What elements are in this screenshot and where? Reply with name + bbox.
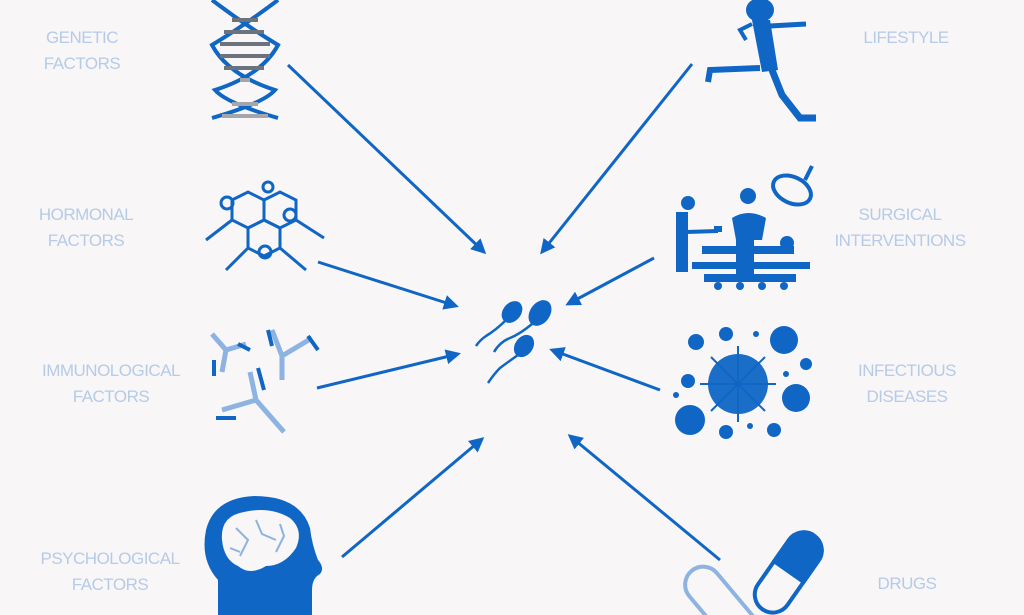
brain-head-icon bbox=[204, 496, 323, 615]
label-line: FACTORS bbox=[71, 575, 149, 594]
dna-icon bbox=[209, 0, 281, 120]
antibody-icon bbox=[210, 329, 320, 434]
arrow-immunological bbox=[316, 349, 461, 390]
arrow-drugs bbox=[567, 434, 721, 562]
label-line: FACTORS bbox=[72, 387, 150, 406]
label-line: DISEASES bbox=[866, 387, 948, 406]
runner-icon bbox=[705, 0, 816, 122]
label-line: IMMUNOLOGICAL bbox=[41, 361, 181, 380]
label-psychological-factors: PSYCHOLOGICAL FACTORS bbox=[40, 546, 181, 598]
label-line: PSYCHOLOGICAL bbox=[40, 549, 181, 568]
label-line: DRUGS bbox=[877, 574, 937, 593]
arrow-genetic bbox=[286, 63, 487, 255]
label-lifestyle: LIFESTYLE bbox=[863, 25, 949, 51]
label-line: SURGICAL bbox=[858, 205, 942, 224]
surgery-icon bbox=[676, 165, 814, 290]
label-line: INTERVENTIONS bbox=[834, 231, 966, 250]
label-drugs: DRUGS bbox=[878, 571, 937, 597]
label-line: HORMONAL bbox=[38, 205, 134, 224]
label-infectious-diseases: INFECTIOUS DISEASES bbox=[858, 358, 956, 410]
arrow-surgical bbox=[565, 256, 655, 306]
arrow-hormonal bbox=[317, 260, 459, 310]
arrow-psychological bbox=[341, 437, 485, 559]
pills-icon bbox=[683, 530, 824, 615]
arrow-infectious bbox=[549, 347, 661, 392]
label-surgical-interventions: SURGICAL INTERVENTIONS bbox=[834, 202, 966, 254]
label-line: GENETIC bbox=[45, 28, 119, 47]
label-hormonal-factors: HORMONAL FACTORS bbox=[38, 202, 134, 254]
label-line: FACTORS bbox=[47, 231, 125, 250]
virus-icon bbox=[673, 326, 812, 439]
sperm-cells-icon bbox=[474, 300, 552, 384]
arrow-lifestyle bbox=[540, 63, 694, 255]
molecule-icon bbox=[205, 180, 325, 272]
label-genetic-factors: GENETIC FACTORS bbox=[43, 25, 121, 77]
label-immunological-factors: IMMUNOLOGICAL FACTORS bbox=[41, 358, 181, 410]
label-line: FACTORS bbox=[43, 54, 121, 73]
label-line: INFECTIOUS bbox=[858, 361, 956, 380]
label-line: LIFESTYLE bbox=[863, 28, 949, 47]
